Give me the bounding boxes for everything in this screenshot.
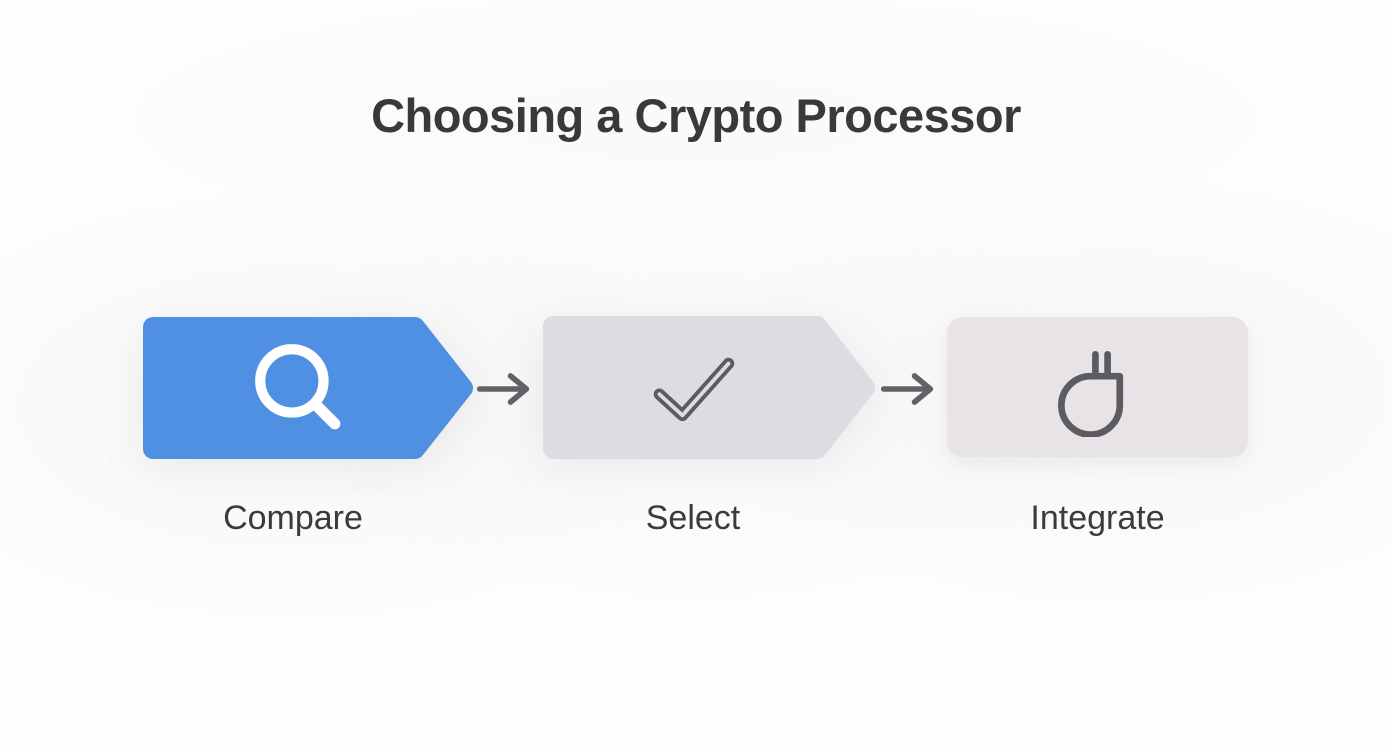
step-label-select: Select — [645, 499, 741, 537]
plug-icon — [1058, 350, 1124, 437]
checkmark-icon — [653, 357, 735, 422]
step-label-compare: Compare — [223, 499, 363, 537]
step-label-integrate: Integrate — [1030, 499, 1165, 537]
magnifier-icon — [255, 344, 341, 430]
arrow-right-icon — [476, 373, 530, 405]
page-title: Choosing a Crypto Processor — [371, 89, 1021, 142]
arrow-right-icon — [880, 373, 934, 405]
step-compare-shape — [143, 317, 473, 459]
